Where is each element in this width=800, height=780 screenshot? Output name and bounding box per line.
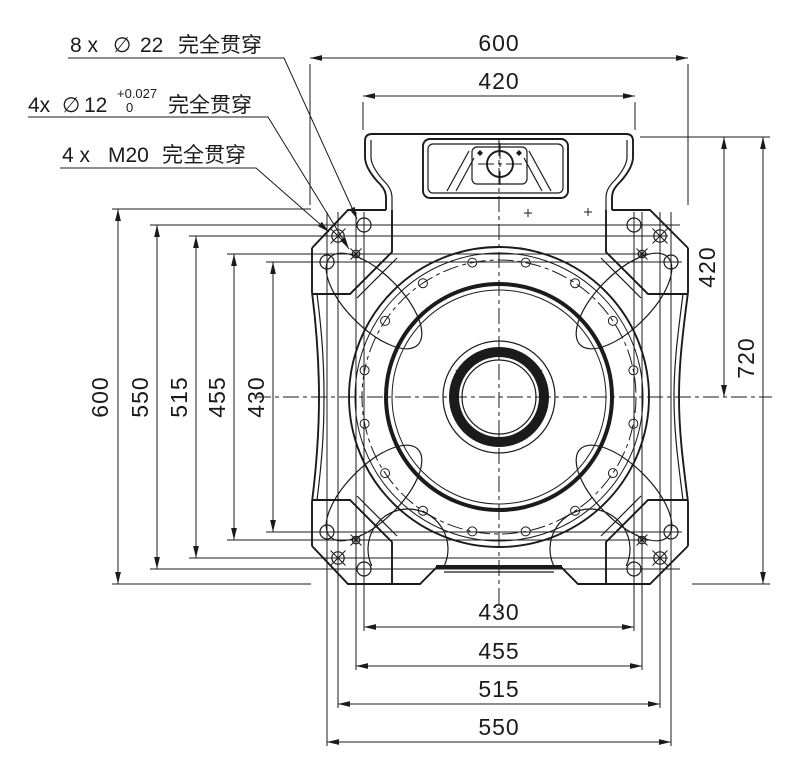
- dim-left-515: 515: [166, 376, 192, 417]
- center-lines: [255, 140, 772, 612]
- housing-inner: [427, 143, 564, 194]
- dim-bottom-515: 515: [478, 676, 519, 702]
- waist-inner-walls: [316, 293, 684, 501]
- pad-holes: [319, 217, 679, 577]
- holes-d22: [319, 217, 679, 577]
- flange-outer-circle: [348, 246, 650, 548]
- hole-callouts: 8 x ∅ 22 完全贯穿 4x ∅ 12 +0.027 0 完全贯穿 4 x …: [28, 34, 262, 167]
- flange-bolt-holes: [359, 257, 639, 537]
- boss-bottom-left: [325, 444, 423, 542]
- boss-bottom-right: [575, 444, 673, 542]
- callout-leaders: [28, 57, 358, 250]
- dimension-texts: 600 420 600 550 515 455 430 420 720 430 …: [87, 30, 759, 740]
- pad-rib-doubles: [356, 257, 642, 537]
- holes-d12: [350, 248, 648, 546]
- part-body: [311, 133, 689, 585]
- housing-box: [471, 146, 528, 185]
- flange-heavy-circle: [384, 282, 614, 512]
- housing-outer: [422, 138, 569, 199]
- boss-top-left: [325, 252, 423, 350]
- central-flange: [348, 246, 650, 548]
- dim-top-neck-width: 420: [478, 68, 519, 94]
- top-housing: [422, 138, 592, 217]
- callout-d12: 4x ∅ 12 +0.027 0 完全贯穿: [28, 80, 252, 117]
- neck-inner: [370, 140, 628, 210]
- dim-left-430: 430: [243, 376, 269, 417]
- dim-bottom-430: 430: [478, 599, 519, 625]
- bolt-circle-centerline: [361, 259, 637, 535]
- callout-d22: 8 x ∅ 22 完全贯穿: [70, 34, 262, 57]
- dim-right-420: 420: [694, 246, 720, 287]
- corner-pads: [312, 210, 688, 584]
- housing-gussets: [446, 150, 552, 192]
- dim-bottom-455: 455: [478, 638, 519, 664]
- bore-bolt-marks: [455, 347, 543, 443]
- boss-top-right: [575, 252, 673, 350]
- dimension-lines: [115, 55, 766, 745]
- plate-plus-marks: [524, 208, 592, 217]
- dim-left-455: 455: [204, 376, 230, 417]
- dim-bottom-550: 550: [478, 714, 519, 740]
- dim-right-720: 720: [733, 337, 759, 378]
- bore-outer-circle: [442, 340, 556, 454]
- dim-left-600: 600: [87, 376, 113, 417]
- holes-m20: [330, 228, 668, 566]
- callout-m20: 4 x M20 完全贯穿: [62, 144, 246, 167]
- neck-outer: [364, 133, 634, 210]
- dim-left-550: 550: [127, 376, 153, 417]
- housing-hole: [486, 150, 514, 178]
- bore-inner-circle: [461, 359, 537, 435]
- dim-top-overall-width: 600: [478, 30, 519, 56]
